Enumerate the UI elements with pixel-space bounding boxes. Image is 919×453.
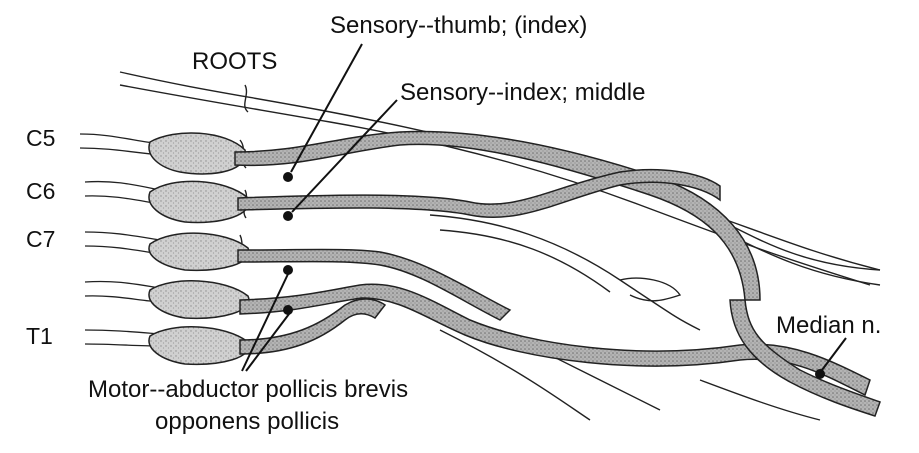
ganglion-c6 [149, 181, 249, 222]
ganglion-t1 [149, 327, 249, 364]
leader-motor-1 [242, 274, 288, 371]
dorsal-root-ganglia [149, 133, 249, 364]
sensory-thumb-label: Sensory--thumb; (index) [330, 14, 587, 38]
nerve-fibers [235, 131, 880, 416]
sensory-index-label: Sensory--index; middle [400, 81, 645, 105]
median-nerve-label: Median n. [776, 314, 881, 338]
root-label-t1: T1 [26, 325, 53, 348]
root-label-c6: C6 [26, 180, 55, 203]
root-label-c7: C7 [26, 228, 55, 251]
dot-motor-lower [283, 305, 293, 315]
motor-label-line1: Motor--abductor pollicis brevis [88, 378, 408, 402]
ganglion-c5 [149, 133, 245, 174]
ganglion-c8 [149, 281, 249, 318]
dot-sensory-thumb [283, 172, 293, 182]
root-label-c5: C5 [26, 127, 55, 150]
middle-outline-branch [430, 215, 700, 330]
dot-motor-upper [283, 265, 293, 275]
motor-label-line2: opponens pollicis [155, 410, 339, 434]
ganglion-c7 [149, 233, 249, 270]
dot-median [815, 369, 825, 379]
dot-sensory-index [283, 211, 293, 221]
middle-outline-branch-2 [440, 230, 610, 292]
roots-label: ROOTS [192, 50, 277, 74]
root-lines [80, 134, 160, 346]
side-branch-loop [620, 278, 680, 301]
